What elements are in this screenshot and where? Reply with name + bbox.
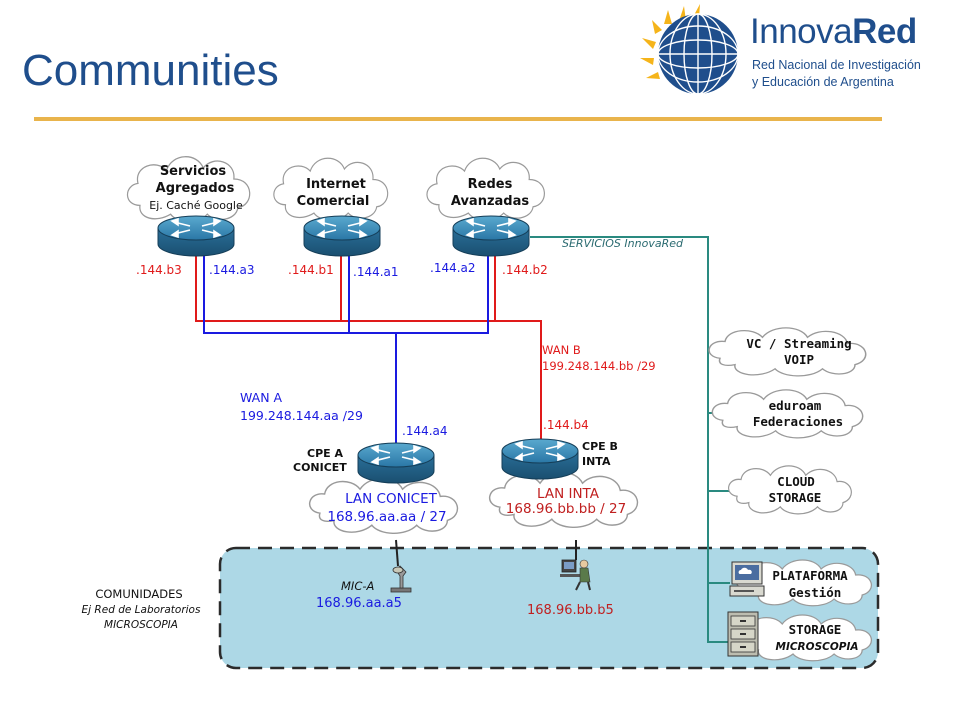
computer-icon <box>729 561 765 597</box>
mic-a-ip: 168.96.aa.a5 <box>316 596 402 611</box>
mic-a-label: MIC-A <box>341 579 374 593</box>
router-cpe-b <box>501 438 579 480</box>
user-ip: 168.96.bb.b5 <box>527 603 614 618</box>
router-servicios <box>157 215 235 257</box>
router-redes <box>452 215 530 257</box>
wan-b-net: 199.248.144.bb /29 <box>542 359 656 373</box>
plataforma-line1: PLATAFORMA <box>772 568 848 583</box>
microscope-icon <box>390 565 412 593</box>
comunidades-label: COMUNIDADES <box>95 587 182 601</box>
router-cpe-a <box>357 442 435 484</box>
cloud-servicios-line2: Agregados <box>156 181 235 196</box>
comunidades-example: Ej Red de Laboratorios <box>82 604 201 616</box>
eduroam-line2: Federaciones <box>753 414 843 429</box>
community-area <box>218 546 880 670</box>
wan-a-label: WAN A <box>240 390 283 405</box>
storage-cabinet-icon <box>727 611 759 657</box>
cloud-servicios-line3: Ej. Caché Google <box>149 199 243 212</box>
cpe-b-label: CPE B <box>582 440 618 453</box>
cpe-a-org: CONICET <box>293 461 347 474</box>
iface-a2: .144.a2 <box>430 261 476 275</box>
title-rule <box>34 117 882 121</box>
iface-a3: .144.a3 <box>209 263 255 277</box>
cpe-b-org: INTA <box>582 455 611 468</box>
wan-a-net: 199.248.144.aa /29 <box>240 408 363 423</box>
user-workstation-icon <box>560 559 591 591</box>
vc-line1: VC / Streaming <box>746 336 851 351</box>
cloud-redes-line1: Redes <box>468 177 513 192</box>
plataforma-line2: Gestión <box>789 585 842 600</box>
iface-b3: .144.b3 <box>136 263 182 277</box>
eduroam-line1: eduroam <box>769 398 822 413</box>
lan-conicet-name: LAN CONICET <box>345 491 438 507</box>
logo-subtitle-1: Red Nacional de Investigación <box>752 58 921 72</box>
lan-a-drop <box>395 539 399 567</box>
cloud-storage-line1: CLOUD <box>777 474 815 489</box>
logo-name: InnovaRed <box>750 12 917 51</box>
cloud-internet-line1: Internet <box>306 177 366 192</box>
storage-line1: STORAGE <box>789 622 842 637</box>
lan-inta-net: 168.96.bb.bb / 27 <box>506 501 626 517</box>
cpe-a-label: CPE A <box>307 447 343 460</box>
cloud-storage-line2: STORAGE <box>769 490 822 505</box>
wan-a-wires <box>203 255 489 447</box>
cloud-internet-line2: Comercial <box>297 194 370 209</box>
storage-line2: MICROSCOPIA <box>776 641 859 653</box>
iface-a4: .144.a4 <box>402 424 448 438</box>
comunidades-microscopia: MICROSCOPIA <box>104 619 178 631</box>
iface-b2: .144.b2 <box>502 263 548 277</box>
cloud-redes-line2: Avanzadas <box>451 194 530 209</box>
cloud-servicios-line1: Servicios <box>160 164 227 179</box>
iface-b1: .144.b1 <box>288 263 334 277</box>
page-title: Communities <box>22 46 279 95</box>
wan-b-wires <box>195 255 542 445</box>
iface-b4: .144.b4 <box>543 418 589 432</box>
lan-inta-name: LAN INTA <box>537 486 600 502</box>
wan-b-label: WAN B <box>542 343 581 357</box>
globe-sun-icon <box>640 4 739 95</box>
servicios-innovared-label: SERVICIOS InnovaRed <box>562 237 684 250</box>
innovared-logo: InnovaRed Red Nacional de Investigación … <box>632 2 952 102</box>
iface-a1: .144.a1 <box>353 265 399 279</box>
lan-conicet-net: 168.96.aa.aa / 27 <box>327 509 446 525</box>
vc-line2: VOIP <box>784 352 814 367</box>
logo-subtitle-2: y Educación de Argentina <box>752 75 894 89</box>
router-internet <box>303 215 381 257</box>
